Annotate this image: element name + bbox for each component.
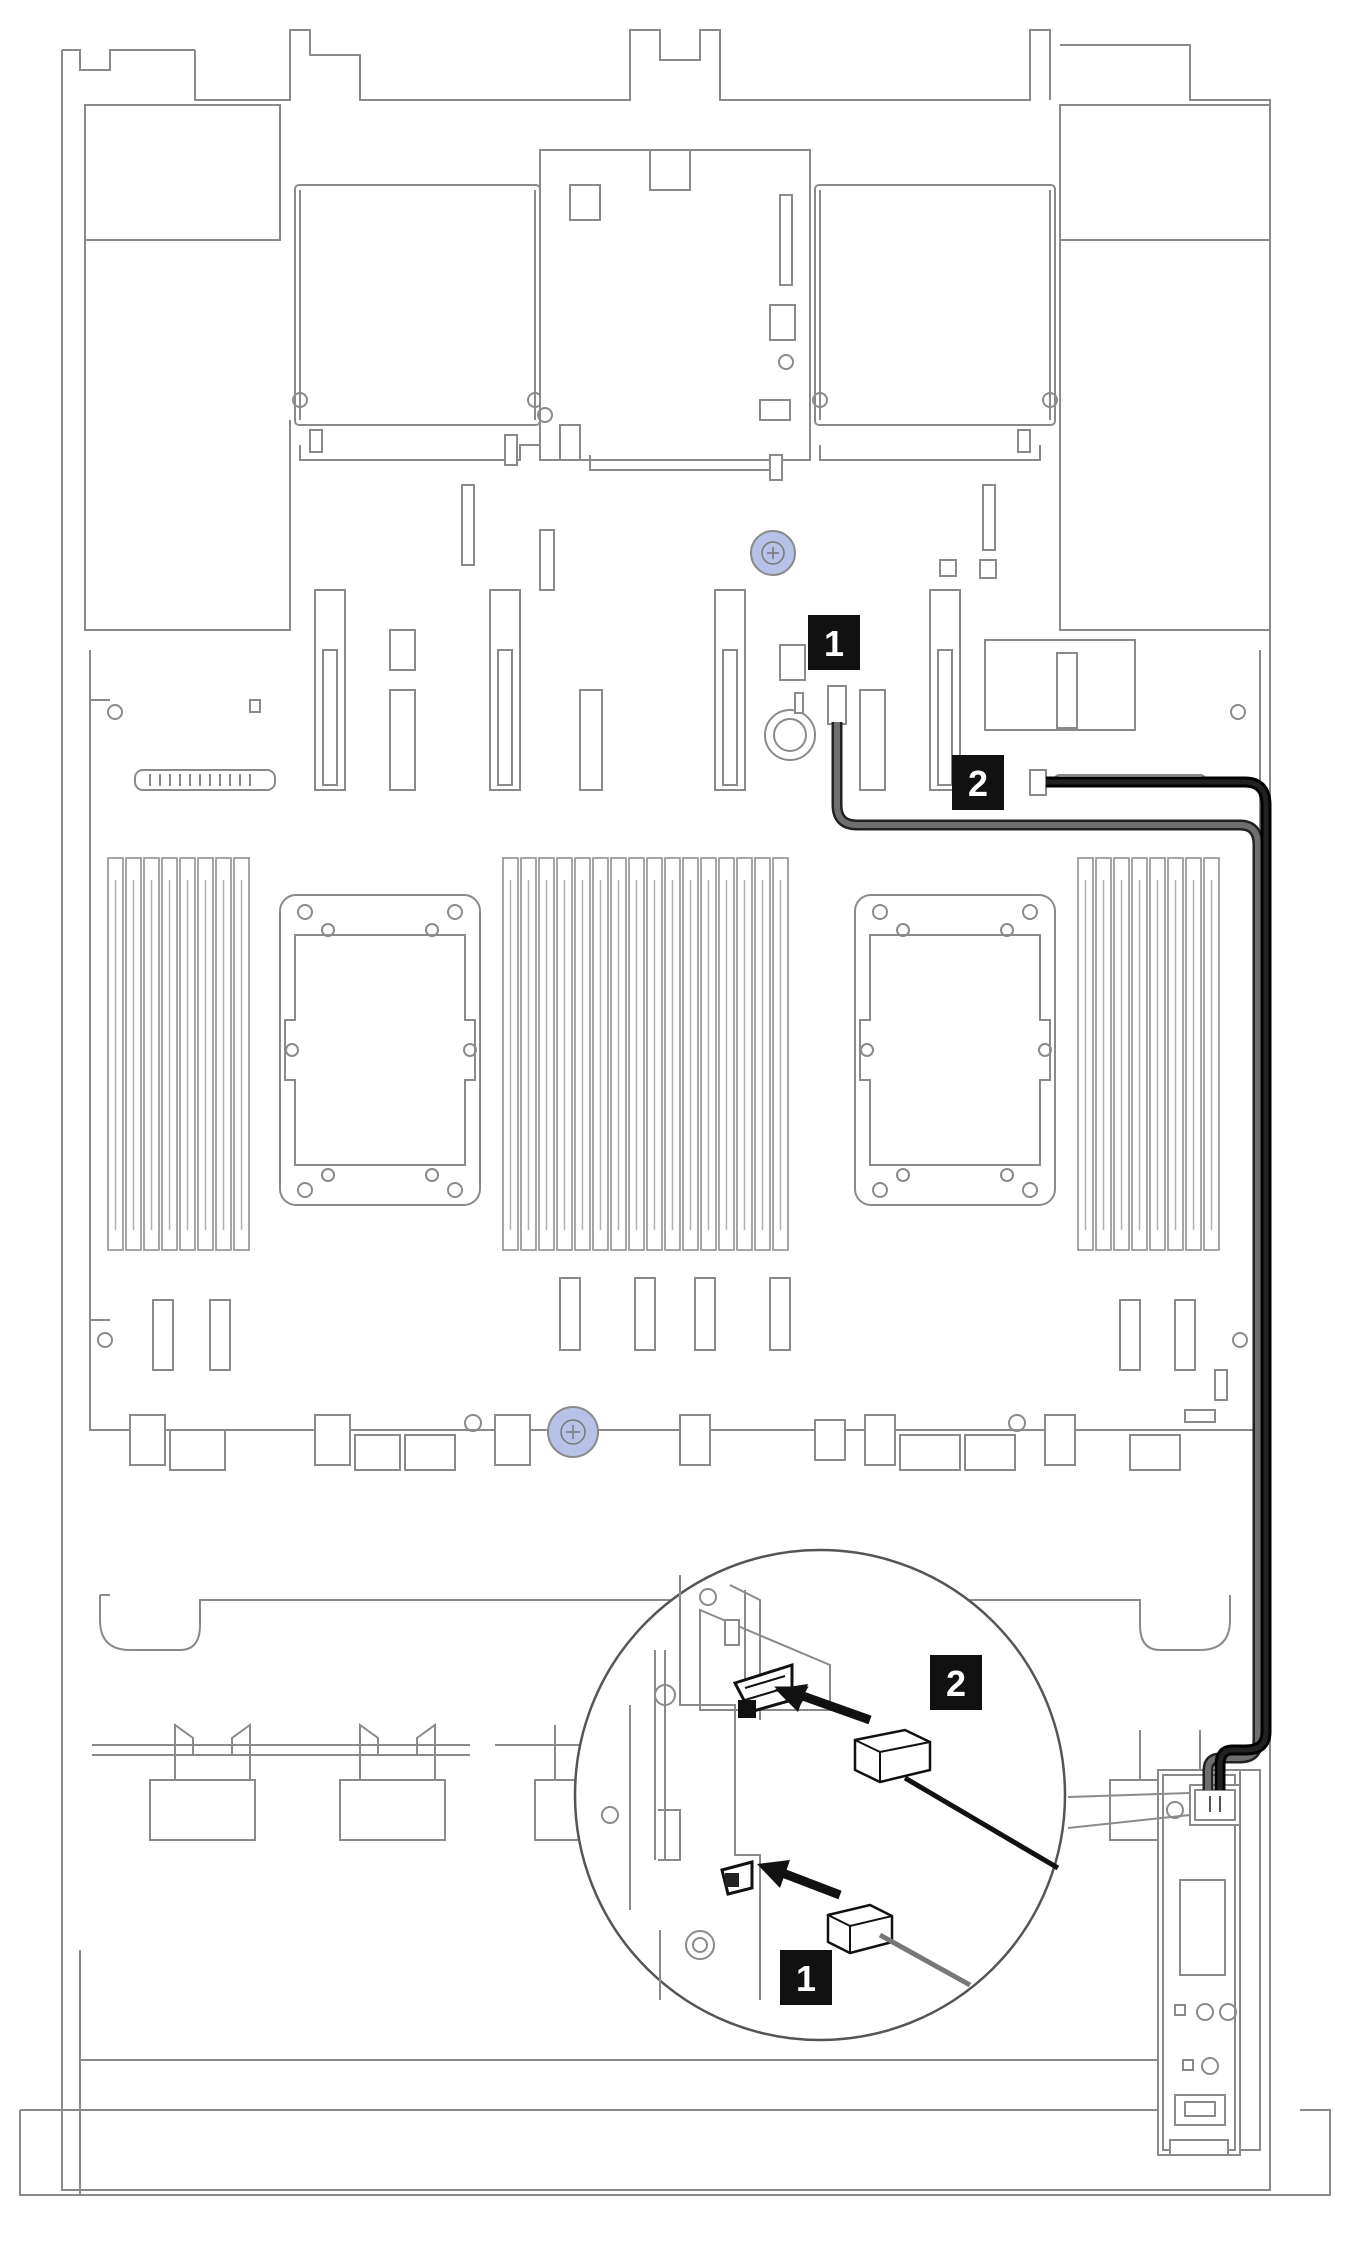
callout-2-detail: 2 <box>930 1655 982 1710</box>
air-baffle <box>92 1594 1261 2156</box>
svg-text:2: 2 <box>946 1663 966 1704</box>
lower-connectors <box>129 1277 1228 1471</box>
memory-dimm-slots <box>107 857 1220 1251</box>
riser-fan-area <box>292 149 1058 481</box>
callout-2-board: 2 <box>952 755 1004 810</box>
pcie-slots <box>314 484 1206 796</box>
callout-1-board: 1 <box>808 615 860 670</box>
cable-1 <box>831 722 1264 1790</box>
svg-text:1: 1 <box>824 623 844 664</box>
chassis-outline <box>19 29 1331 2196</box>
processor-socket-1 <box>279 894 481 1206</box>
svg-text:1: 1 <box>796 1958 816 1999</box>
processor-socket-2 <box>854 894 1056 1206</box>
cable-2 <box>1046 776 1272 1790</box>
svg-text:2: 2 <box>968 763 988 804</box>
connector-detail-zoom <box>573 1548 1191 2042</box>
insert-arrow-icon <box>778 1867 842 1900</box>
callout-1-detail: 1 <box>780 1950 832 2005</box>
